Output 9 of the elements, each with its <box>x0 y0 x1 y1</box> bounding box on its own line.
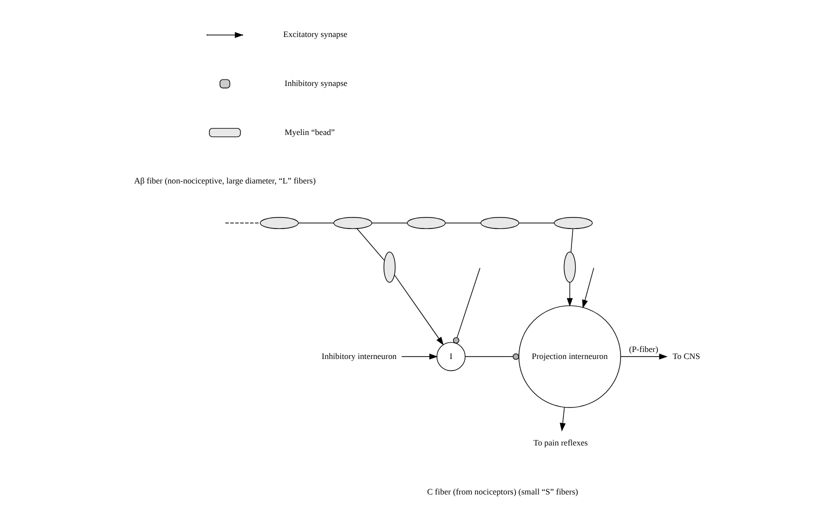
legend-label: Excitatory synapse <box>283 29 348 40</box>
node-text: Inhibitory interneuron <box>322 350 397 361</box>
label: C fiber (from nociceptors) (small “S” fibers) <box>427 486 578 496</box>
label: Aβ fiber (non-nociceptive, large diameter, “L” fibers) <box>134 176 316 186</box>
legend-label: Inhibitory synapse <box>284 78 348 88</box>
node-text: To pain reflexes <box>533 438 588 448</box>
node-text: To CNS <box>672 350 700 361</box>
edge-label: (P-fiber) <box>629 344 658 354</box>
legend-label: Myelin “bead” <box>284 126 335 137</box>
